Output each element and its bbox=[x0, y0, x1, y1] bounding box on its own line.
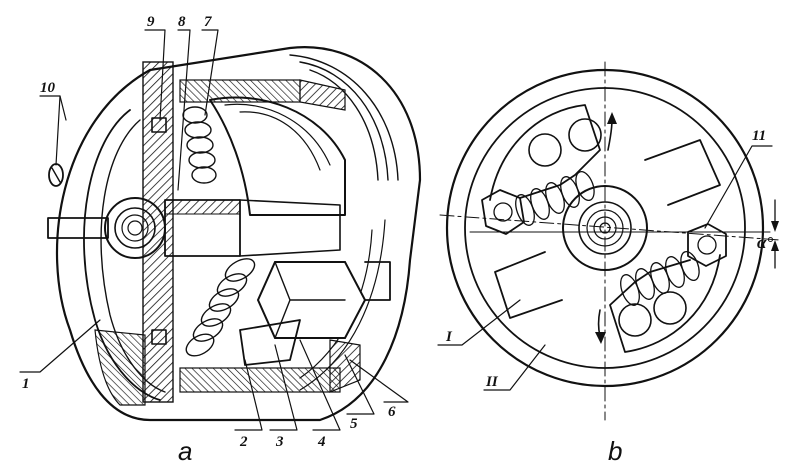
label-7: 7 bbox=[204, 14, 212, 30]
label-11: 11 bbox=[752, 128, 766, 144]
label-6: 6 bbox=[388, 404, 396, 420]
label-5: 5 bbox=[350, 416, 358, 432]
label-I: I bbox=[445, 329, 453, 345]
label-alpha: α° bbox=[757, 233, 773, 252]
panel-a-leaders bbox=[19, 29, 409, 431]
label-2: 2 bbox=[239, 434, 248, 450]
label-4: 4 bbox=[317, 434, 326, 450]
panel-a-drawing bbox=[47, 46, 422, 422]
label-1: 1 bbox=[22, 376, 30, 392]
panel-a-labels: 10 9 8 7 1 2 3 4 5 6 a bbox=[22, 14, 396, 466]
panel-b-labels: 11 I II α° b bbox=[445, 128, 773, 466]
panel-b-leaders bbox=[437, 145, 773, 391]
caption-a: a bbox=[178, 436, 192, 466]
caption-b: b bbox=[608, 436, 622, 466]
label-9: 9 bbox=[147, 14, 155, 30]
label-II: II bbox=[485, 374, 499, 390]
panel-b-drawing bbox=[439, 61, 781, 421]
label-10: 10 bbox=[40, 80, 56, 96]
label-3: 3 bbox=[275, 434, 284, 450]
label-8: 8 bbox=[178, 14, 186, 30]
